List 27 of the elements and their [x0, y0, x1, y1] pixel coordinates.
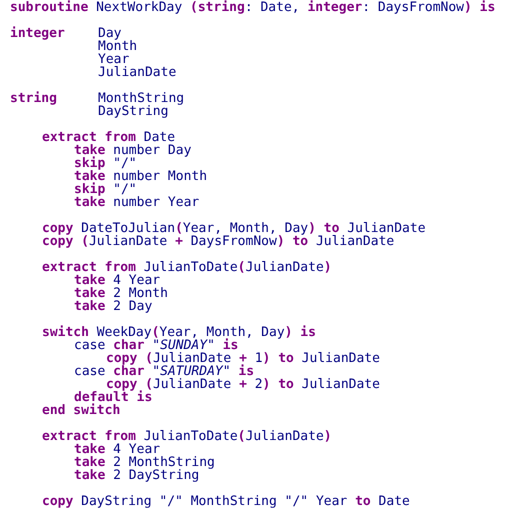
code-line: take 2 Day [74, 299, 152, 314]
code-line: take 4 Year [74, 442, 160, 457]
code-line: case char "SATURDAY" is [74, 364, 254, 379]
variable-name: JulianDate [98, 65, 176, 80]
code-line: extract from JulianToDate(JulianDate) [42, 260, 332, 275]
code-line: copy DayString "/" MonthString "/" Year to Date [42, 494, 410, 509]
code-line: take 2 DayString [74, 468, 200, 483]
code-line: extract from JulianToDate(JulianDate) [42, 429, 332, 444]
code-line: case char "SUNDAY" is [74, 338, 238, 353]
code-line: take 4 Year [74, 273, 160, 288]
variable-name: Year [98, 52, 130, 67]
code-line: copy DateToJulian(Year, Month, Day) to JulianDate [42, 221, 426, 236]
code-line: take 2 Month [74, 286, 168, 301]
variable-name: DayString [98, 104, 168, 119]
code-line: subroutine NextWorkDay (string: Date, integer: DaysFromNow) is [10, 0, 496, 15]
code-line: end switch [42, 403, 120, 418]
code-line: skip "/" [74, 156, 137, 171]
code-line: copy (JulianDate + DaysFromNow) to JulianDate [42, 234, 394, 249]
code-line: take number Year [74, 195, 200, 210]
variable-name: Day [98, 26, 122, 41]
variable-name: Month [98, 39, 138, 54]
type-keyword: integer [10, 26, 65, 41]
variable-name: MonthString [98, 91, 184, 106]
code-line: take 2 MonthString [74, 455, 215, 470]
type-keyword: string [10, 91, 57, 106]
code-line: extract from Date [42, 130, 176, 145]
code-line: skip "/" [74, 182, 137, 197]
